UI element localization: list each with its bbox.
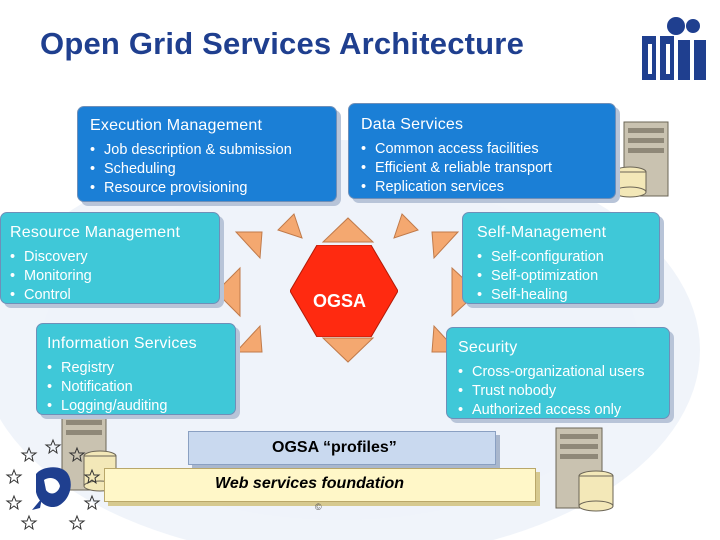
- list-item: Scheduling: [90, 160, 336, 179]
- box-title: Resource Management: [10, 224, 181, 241]
- star-icon: [83, 494, 101, 511]
- ray: [321, 217, 375, 243]
- list-item: Registry: [47, 359, 235, 378]
- list-item: Efficient & reliable transport: [361, 159, 615, 178]
- ray: [277, 213, 303, 239]
- server-icon: [555, 427, 614, 512]
- foundation-label: Web services foundation: [215, 475, 405, 492]
- box-title: Security: [458, 339, 518, 356]
- resource-management-box: Resource Management Discovery Monitoring…: [0, 212, 220, 304]
- eu-stars-logo: [5, 438, 101, 531]
- star-icon: [83, 468, 101, 485]
- ray: [431, 231, 460, 260]
- ray: [234, 231, 263, 260]
- list-item: Authorized access only: [458, 401, 669, 420]
- web-services-foundation-box: Web services foundation: [104, 468, 536, 502]
- ogsa-hexagon: [290, 245, 398, 337]
- ogsa-profiles-box: OGSA “profiles”: [188, 431, 496, 465]
- information-services-box: Information Services Registry Notificati…: [36, 323, 236, 415]
- ray: [234, 324, 263, 353]
- list-item: Control: [10, 286, 219, 305]
- list-item: Resource provisioning: [90, 179, 336, 198]
- ray: [393, 213, 419, 239]
- ray: [215, 266, 241, 318]
- security-box: Security Cross-organizational users Trus…: [446, 327, 670, 419]
- execution-management-box: Execution Management Job description & s…: [77, 106, 337, 202]
- self-management-box: Self-Management Self-configuration Self-…: [462, 212, 660, 304]
- copyright-mark: ©: [315, 502, 322, 512]
- list-item: Replication services: [361, 178, 615, 197]
- box-title: Information Services: [47, 335, 197, 352]
- data-services-box: Data Services Common access facilities E…: [348, 103, 616, 199]
- list-item: Discovery: [10, 248, 219, 267]
- star-icon: [5, 494, 23, 511]
- box-title: Self-Management: [477, 224, 607, 241]
- box-title: Execution Management: [90, 117, 263, 134]
- star-icon: [20, 446, 38, 463]
- ray: [321, 337, 375, 363]
- star-icon: [44, 438, 62, 455]
- list-item: Job description & submission: [90, 141, 336, 160]
- list-item: Trust nobody: [458, 382, 669, 401]
- ogsa-label: OGSA: [313, 291, 367, 311]
- star-icon: [68, 514, 86, 531]
- list-item: Notification: [47, 378, 235, 397]
- page-title: Open Grid Services Architecture: [40, 26, 525, 61]
- list-item: Common access facilities: [361, 140, 615, 159]
- star-icon: [5, 468, 23, 485]
- box-title: Data Services: [361, 116, 464, 133]
- list-item: Cross-organizational users: [458, 363, 669, 382]
- server-icon: [613, 121, 669, 198]
- profiles-label: OGSA “profiles”: [272, 439, 397, 456]
- list-item: Self-optimization: [477, 267, 659, 286]
- star-icon: [20, 514, 38, 531]
- list-item: Self-configuration: [477, 248, 659, 267]
- star-icon: [68, 446, 86, 463]
- mii-logo: [642, 17, 706, 80]
- list-item: Logging/auditing: [47, 397, 235, 416]
- list-item: Monitoring: [10, 267, 219, 286]
- list-item: Self-healing: [477, 286, 659, 305]
